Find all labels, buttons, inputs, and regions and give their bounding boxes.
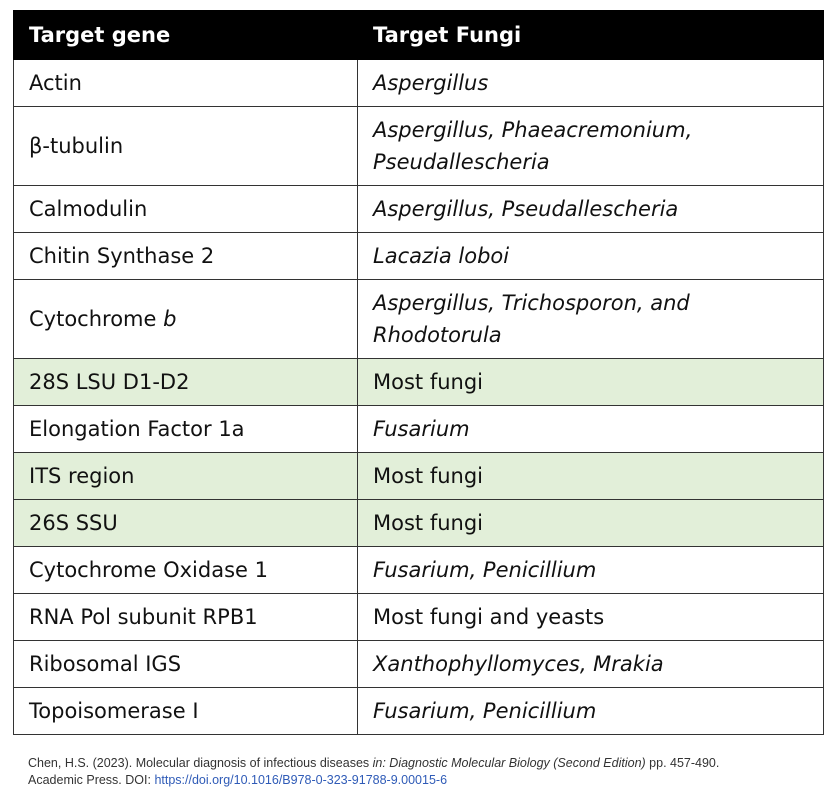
doi-link[interactable]: https://doi.org/10.1016/B978-0-323-91788… — [154, 773, 448, 787]
gene-cell: Elongation Factor 1a — [13, 405, 358, 453]
fungi-cell: Aspergillus, Pseudallescheria — [357, 185, 824, 233]
table-body: Actin Aspergillus β-tubulin Aspergillus,… — [13, 59, 824, 735]
fungi-cell: Aspergillus, Phaeacremonium, Pseudallesc… — [357, 106, 824, 186]
fungi-cell: Xanthophyllomyces, Mrakia — [357, 640, 824, 688]
table-row: Topoisomerase I Fusarium, Penicillium — [13, 687, 824, 735]
gene-cell: Actin — [13, 59, 358, 107]
table-row: ITS region Most fungi — [13, 452, 824, 500]
table-row: Calmodulin Aspergillus, Pseudallescheria — [13, 185, 824, 233]
header-target-fungi: Target Fungi — [357, 10, 824, 60]
gene-cell: Cytochrome b — [13, 279, 358, 359]
header-target-gene: Target gene — [13, 10, 358, 60]
fungi-cell: Fusarium — [357, 405, 824, 453]
gene-italic-suffix: b — [163, 307, 177, 331]
citation: Chen, H.S. (2023). Molecular diagnosis o… — [28, 755, 828, 789]
fungi-cell: Most fungi and yeasts — [357, 593, 824, 641]
fungi-cell: Most fungi — [357, 358, 824, 406]
fungi-cell: Fusarium, Penicillium — [357, 546, 824, 594]
table-row: 28S LSU D1-D2 Most fungi — [13, 358, 824, 406]
gene-cell: Ribosomal IGS — [13, 640, 358, 688]
fungi-cell: Aspergillus, Trichosporon, and Rhodotoru… — [357, 279, 824, 359]
table-header: Target gene Target Fungi — [13, 10, 824, 60]
citation-book-title: in: Diagnostic Molecular Biology (Second… — [372, 756, 646, 770]
gene-cell: β-tubulin — [13, 106, 358, 186]
gene-cell: Cytochrome Oxidase 1 — [13, 546, 358, 594]
citation-authors: Chen, H.S. (2023). Molecular diagnosis o… — [28, 756, 373, 770]
fungi-cell: Aspergillus — [357, 59, 824, 107]
table-row: Ribosomal IGS Xanthophyllomyces, Mrakia — [13, 640, 824, 688]
table-row: Chitin Synthase 2 Lacazia loboi — [13, 232, 824, 280]
table-row: β-tubulin Aspergillus, Phaeacremonium, P… — [13, 106, 824, 186]
gene-cell: Chitin Synthase 2 — [13, 232, 358, 280]
gene-cell: ITS region — [13, 452, 358, 500]
table-row: 26S SSU Most fungi — [13, 499, 824, 547]
gene-cell: RNA Pol subunit RPB1 — [13, 593, 358, 641]
gene-cell: Calmodulin — [13, 185, 358, 233]
fungi-cell: Most fungi — [357, 499, 824, 547]
header-row: Target gene Target Fungi — [13, 10, 824, 60]
table-row: Cytochrome b Aspergillus, Trichosporon, … — [13, 279, 824, 359]
gene-cell: 28S LSU D1-D2 — [13, 358, 358, 406]
table-container: Target gene Target Fungi Actin Aspergill… — [13, 10, 824, 735]
fungi-cell: Lacazia loboi — [357, 232, 824, 280]
fungi-cell: Most fungi — [357, 452, 824, 500]
target-gene-table: Target gene Target Fungi Actin Aspergill… — [13, 10, 824, 735]
gene-cell: 26S SSU — [13, 499, 358, 547]
table-row: RNA Pol subunit RPB1 Most fungi and yeas… — [13, 593, 824, 641]
table-row: Elongation Factor 1a Fusarium — [13, 405, 824, 453]
citation-publisher: Academic Press. DOI: — [28, 773, 155, 787]
table-row: Actin Aspergillus — [13, 59, 824, 107]
gene-text: Cytochrome — [29, 307, 164, 331]
citation-pages: pp. 457-490. — [645, 756, 720, 770]
table-row: Cytochrome Oxidase 1 Fusarium, Penicilli… — [13, 546, 824, 594]
fungi-cell: Fusarium, Penicillium — [357, 687, 824, 735]
gene-cell: Topoisomerase I — [13, 687, 358, 735]
